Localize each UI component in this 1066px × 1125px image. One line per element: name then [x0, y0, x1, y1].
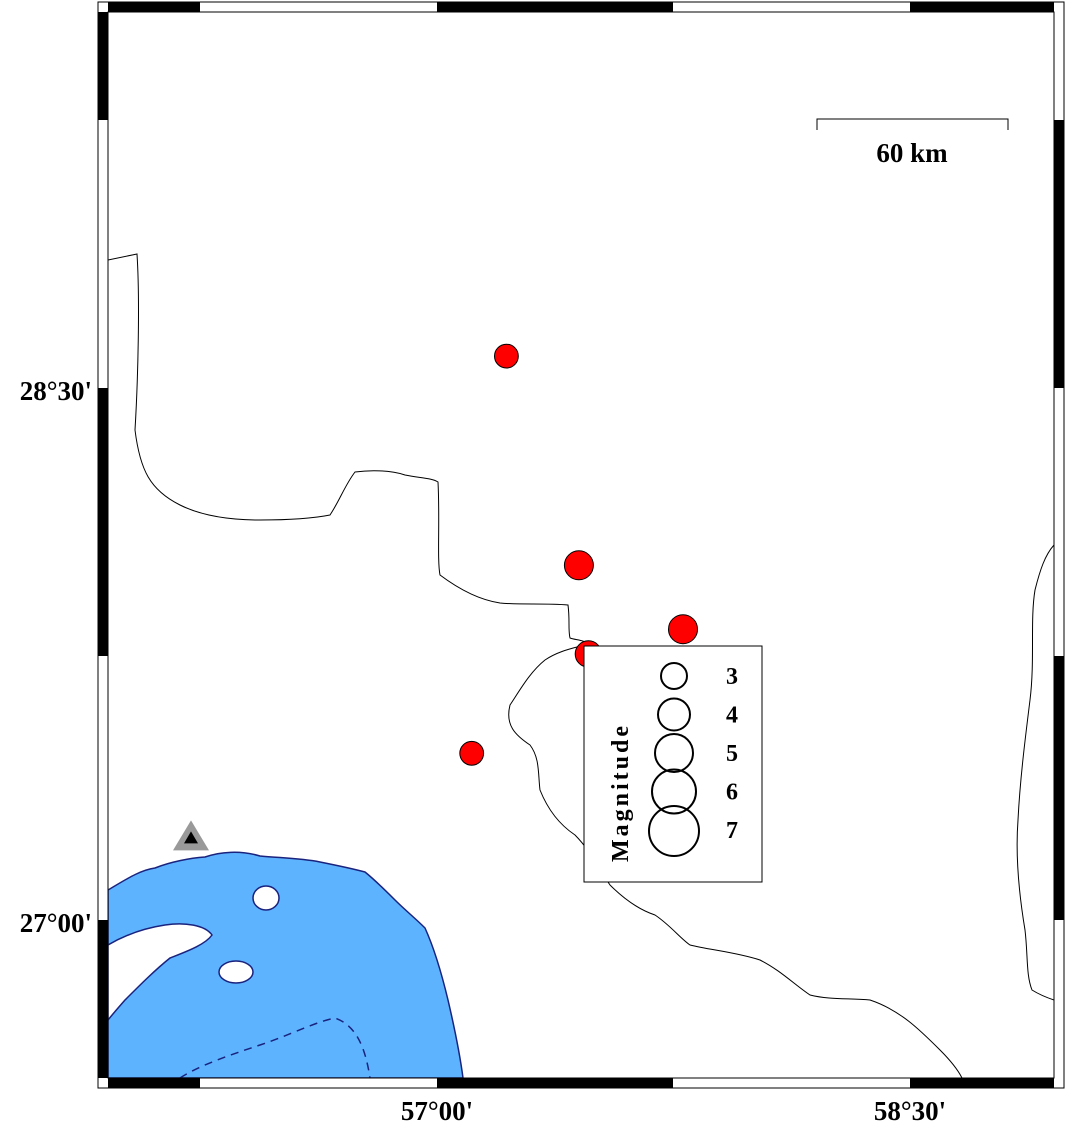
- island-2: [218, 960, 254, 984]
- coastal-land: [108, 923, 213, 1022]
- legend-label-mag-6: 6: [726, 780, 738, 806]
- legend-box: [583, 645, 763, 883]
- legend-circle-mag-7: [648, 805, 700, 857]
- scale-bar: 60 km: [816, 118, 1009, 168]
- legend-label-mag-3: 3: [726, 664, 738, 690]
- frame-ticks-bottom: [108, 1078, 1054, 1088]
- border-line-2: [1016, 544, 1054, 1001]
- legend-circle-mag-5: [654, 733, 694, 773]
- magnitude-legend: Magnitude 3 4 5 6 7: [583, 645, 763, 883]
- x-tick-label-2: 58°30': [874, 1096, 946, 1125]
- legend-circle-mag-4: [657, 697, 691, 732]
- bathymetry-contour: [179, 1017, 371, 1078]
- triangle-station-icon: [173, 820, 209, 851]
- legend-circle-mag-3: [660, 662, 688, 690]
- legend-circle-mag-6: [651, 768, 697, 815]
- y-tick-label-1: 28°30': [20, 376, 92, 406]
- sea-area: [108, 851, 464, 1078]
- scale-bar-label: 60 km: [876, 138, 948, 168]
- x-tick-label-1: 57°00': [401, 1096, 473, 1125]
- legend-title: Magnitude: [608, 723, 634, 862]
- legend-label-mag-4: 4: [726, 703, 738, 729]
- legend-label-mag-5: 5: [726, 741, 738, 767]
- event-circle-4: [668, 614, 698, 645]
- event-circle-5: [459, 740, 485, 766]
- island-1: [252, 885, 280, 911]
- y-tick-label-2: 27°00': [20, 908, 92, 938]
- event-circle-2: [563, 550, 594, 581]
- frame-ticks-right: [1054, 120, 1064, 920]
- event-circle-1: [494, 343, 519, 369]
- legend-label-mag-7: 7: [726, 818, 738, 844]
- frame-ticks-left: [98, 12, 108, 1078]
- frame-ticks-top: [108, 2, 1054, 12]
